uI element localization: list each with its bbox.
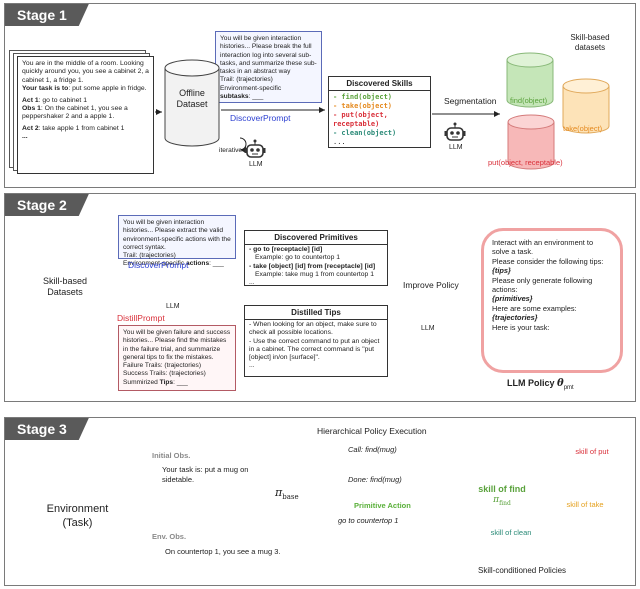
policy-tips: {tips} <box>492 266 511 276</box>
prim-goto-ex: Example: go to countertop 1 <box>255 254 341 262</box>
stage3-tab: Stage 3 <box>5 418 89 440</box>
policy-l3: Please only generate following actions: <box>492 275 593 295</box>
llm-policy-label: LLM Policy θpmt <box>507 378 574 391</box>
env-obs-label: Env. Obs. <box>152 532 187 541</box>
prim-goto: - go to [receptacle] [id] <box>249 246 323 253</box>
iterative-label: iterative <box>219 147 243 154</box>
llm-policy-prompt-box: Interact with an environment to solve a … <box>481 228 623 373</box>
offline-dataset-cylinder <box>164 59 220 147</box>
done-label: Done: find(mug) <box>348 475 402 484</box>
skill-find: - find(object) <box>333 93 393 101</box>
initial-obs-text: Your task is: put a mug on sidetable. <box>162 465 249 484</box>
stage1-tab: Stage 1 <box>5 4 89 26</box>
traj-task: Your task is to: put some apple in fridg… <box>22 85 147 93</box>
distilled-tips-box: Distilled Tips - When looking for an obj… <box>244 305 388 377</box>
tips-title: Distilled Tips <box>245 306 387 320</box>
s2-top-body: You will be given interaction histories.… <box>123 219 231 251</box>
s1-prompt-trail: Trail: (trajectories) <box>220 76 273 84</box>
cyl-find <box>506 52 554 108</box>
stage2-tab: Stage 2 <box>5 194 89 216</box>
offline-dataset-label: Offline Dataset <box>176 88 208 109</box>
cyl-find-label: find(object) <box>510 96 548 105</box>
s2-llm-label: LLM <box>166 303 180 310</box>
initial-obs-label: Initial Obs. <box>152 451 191 460</box>
environment-label: Environment(Task) <box>46 503 109 529</box>
traj-obs1: Obs 1: On the cabinet 1, you see a peppe… <box>22 105 128 121</box>
skills-title: Discovered Skills <box>329 77 430 91</box>
skill-clean: - clean(object) <box>333 129 397 137</box>
s1-prompt-env: Environment-specific <box>220 84 282 92</box>
s2-discover-label: DiscoverPrompt <box>128 260 189 270</box>
policy-l2: Please consider the following tips: <box>492 256 604 266</box>
s1-discover-prompt-label: DiscoverPrompt <box>230 113 291 123</box>
skill-put-label: skill of put <box>575 447 609 456</box>
skill-take-label: skill of take <box>566 500 604 509</box>
skill-take: - take(object) <box>333 102 393 110</box>
s2-bot-succ: Success Trails: (trajectories) <box>123 370 206 378</box>
skill-put: - put(object, receptable) <box>333 111 388 128</box>
s2-distill-label: DistillPrompt <box>117 313 165 323</box>
policy-l5: Here is your task: <box>492 322 550 332</box>
s2-skill-ds-label: Skill-based Datasets <box>42 276 88 297</box>
s1-llm2-label: LLM <box>449 144 463 151</box>
prim-take: - take [object] [id] from [receptacle] [… <box>249 262 376 270</box>
tip-1: - When looking for an object, make sure … <box>249 321 377 337</box>
env-obs-text: On countertop 1, you see a mug 3. <box>165 547 281 556</box>
s2-top-actions: Environment-specific actions: ___ <box>123 260 224 268</box>
call-label: Call: find(mug) <box>348 445 397 454</box>
hier-exec-label: Hierarchical Policy Execution <box>317 426 427 436</box>
s2-top-trail: Trail: (trajectories) <box>123 252 176 260</box>
s2-llm2-label: LLM <box>421 325 435 332</box>
cyl-put <box>507 114 555 170</box>
policy-l4: Here are some examples: <box>492 303 577 313</box>
s1-prompt-subtasks: subtasks: ___ <box>220 93 264 101</box>
traj-ellipsis: ... <box>22 133 28 141</box>
s2-bot-fail: Failure Trails: (trajectories) <box>123 362 202 370</box>
traj-act2: Act 2: take apple 1 from cabinet 1 <box>22 124 125 132</box>
discovered-skills-box: Discovered Skills - find(object) - take(… <box>328 76 431 148</box>
s1-prompt-body: You will be given interaction histories.… <box>220 35 317 76</box>
s1-llm-label: LLM <box>249 161 263 168</box>
robot-icon-s1b <box>444 122 466 141</box>
trajectory-card: You are in the middle of a room. Looking… <box>17 56 154 174</box>
pi-base-label: πbase <box>275 486 299 502</box>
primitive-action-label: Primitive Action <box>354 501 411 510</box>
traj-act1: Act 1: go to cabinet 1 <box>22 96 87 104</box>
prim-take-ex: Example: take mug 1 from countertop 1 <box>255 270 375 278</box>
cyl-take-label: take(object) <box>563 124 603 133</box>
traj-intro: You are in the middle of a room. Looking… <box>22 60 149 84</box>
s2-distill-prompt-note: You will be given failure and success hi… <box>118 325 236 391</box>
skill-datasets-title: Skill-based datasets <box>570 33 610 52</box>
skill-policies-label: Skill-conditioned Policies <box>478 566 567 575</box>
goto-label: go to countertop 1 <box>338 516 399 525</box>
tips-ellipsis: ... <box>249 362 255 370</box>
stage1-discover-prompt-note: You will be given interaction histories.… <box>215 31 322 103</box>
cyl-put-label: put(object, receptable) <box>488 158 563 167</box>
policy-prims: {primitives} <box>492 294 533 304</box>
cyl-take <box>562 78 610 134</box>
s2-discover-prompt-note: You will be given interaction histories.… <box>118 215 236 267</box>
discovered-primitives-box: Discovered Primitives - go to [receptacl… <box>244 230 388 286</box>
s2-bot-body: You will be given failure and success hi… <box>123 329 231 361</box>
stage3-panel: Stage 3 <box>4 417 636 586</box>
policy-traj: {trajectories} <box>492 313 538 323</box>
improve-policy-label: Improve Policy <box>403 280 459 290</box>
primitives-title: Discovered Primitives <box>245 231 387 245</box>
segmentation-label: Segmentation <box>444 96 497 106</box>
tip-2: - Use the correct command to put an obje… <box>249 337 380 362</box>
robot-icon-s1a <box>244 139 266 158</box>
skill-clean-label: skill of clean <box>490 528 532 537</box>
prim-ellipsis: ... <box>249 279 255 287</box>
skills-ellipsis: ... <box>333 138 346 146</box>
s2-bot-tips: Summirized Tips: ___ <box>123 378 188 386</box>
skill-find-label: skill of find πfind <box>478 484 526 507</box>
policy-l1: Interact with an environment to solve a … <box>492 238 594 257</box>
